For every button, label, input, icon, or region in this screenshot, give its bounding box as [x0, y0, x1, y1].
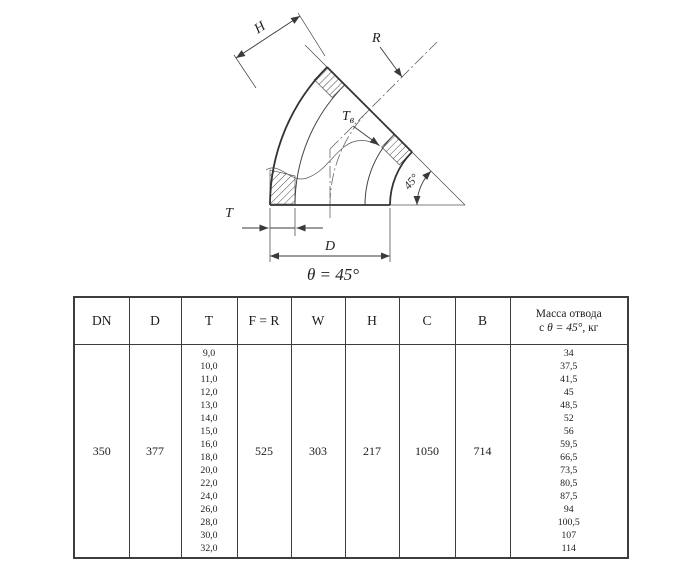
mass-value: 73,5	[560, 465, 578, 476]
mass-value: 66,5	[560, 452, 578, 463]
dimension-h-line	[235, 15, 301, 59]
radius-leader	[379, 46, 403, 78]
spec-table-wrap: DN D T F = R W H C B Масса отвода с θ = …	[73, 296, 629, 559]
inner-wall-section	[381, 133, 413, 166]
outer-arc	[269, 66, 328, 206]
bend-radius-centerline-arc	[329, 109, 370, 206]
theta-caption: θ = 45°	[307, 265, 359, 284]
dimension-d-label: D	[324, 239, 335, 254]
mass-value: 52	[563, 413, 574, 424]
cell-dn: 350	[73, 344, 130, 559]
tb-leader	[352, 125, 380, 146]
mass-value: 45	[563, 387, 574, 398]
t-value: 20,0	[200, 465, 218, 476]
cell-d: 377	[128, 344, 182, 559]
mass-header-prefix: с	[539, 322, 548, 334]
center-lines	[329, 41, 438, 218]
bore-inner-edge	[364, 133, 395, 206]
angle-45-arc	[413, 170, 432, 206]
t-value: 12,0	[200, 387, 218, 398]
dimensions	[233, 12, 432, 262]
t-value: 9,0	[202, 348, 216, 359]
col-header-b: B	[454, 296, 511, 345]
t-value: 16,0	[200, 439, 218, 450]
cell-w: 303	[290, 344, 346, 559]
angle-45-label: 45°	[402, 172, 422, 192]
col-header-h: H	[344, 296, 400, 345]
mass-value: 80,5	[560, 478, 578, 489]
bore-edges	[294, 84, 395, 206]
mass-header-line1: Масса отвода	[535, 308, 602, 320]
dimension-h-label: H	[251, 19, 269, 38]
hatched-sections	[269, 66, 413, 205]
cell-h: 217	[344, 344, 400, 559]
col-header-fr: F = R	[236, 296, 292, 345]
mass-header-suffix: , кг	[582, 322, 599, 334]
inclined-centerline	[329, 41, 438, 150]
t-value: 10,0	[200, 361, 218, 372]
mass-value: 48,5	[560, 400, 578, 411]
inclined-face	[326, 66, 413, 153]
mass-value: 56	[563, 426, 574, 437]
t-value: 24,0	[200, 491, 218, 502]
cell-mass: 34 37,5 41,5 45 48,5 52 56 59,5 66,5 73,5 80,5 87,5…	[509, 344, 629, 559]
elbow-outline	[269, 66, 413, 206]
mass-value: 41,5	[560, 374, 578, 385]
t-value: 28,0	[200, 517, 218, 528]
mass-header-theta: θ = 45°	[547, 322, 583, 334]
mass-value: 94	[563, 504, 574, 515]
inner-arc	[389, 151, 413, 206]
mass-value: 34	[563, 348, 574, 359]
mass-value: 100,5	[557, 517, 580, 528]
cell-t: 9,0 10,0 11,0 12,0 13,0 14,0 15,0 16,0 18,0 20,0 2…	[180, 344, 238, 559]
cell-c: 1050	[398, 344, 456, 559]
mass-value: 107	[561, 530, 577, 541]
t-value: 26,0	[200, 504, 218, 515]
header-row: DN D T F = R W H C B Масса отвода с θ = …	[73, 296, 629, 345]
h-extension-1	[233, 54, 257, 89]
mass-value: 59,5	[560, 439, 578, 450]
outer-wall-section	[313, 66, 346, 98]
tb-subscript: в	[350, 115, 355, 126]
tb-main: T	[342, 109, 351, 124]
t-value: 30,0	[200, 530, 218, 541]
t-value: 22,0	[200, 478, 218, 489]
mass-values-list: 34 37,5 41,5 45 48,5 52 56 59,5 66,5 73,5 80,5 87,5…	[511, 347, 628, 555]
mass-header-line2: с θ = 45°, кг	[511, 321, 628, 335]
elbow-drawing: H R Tв 45° T D θ = 45°	[225, 12, 466, 284]
col-header-w: W	[290, 296, 346, 345]
t-value: 13,0	[200, 400, 218, 411]
break-line	[265, 140, 381, 180]
t-value: 15,0	[200, 426, 218, 437]
col-header-t: T	[180, 296, 238, 345]
col-header-dn: DN	[73, 296, 130, 345]
t-value: 14,0	[200, 413, 218, 424]
mass-value: 87,5	[560, 491, 578, 502]
t-value: 18,0	[200, 452, 218, 463]
h-extension-2	[297, 12, 326, 57]
cell-fr: 525	[236, 344, 292, 559]
radius-label: R	[371, 31, 381, 46]
mass-value: 37,5	[560, 361, 578, 372]
t-value: 11,0	[200, 374, 218, 385]
t-values-list: 9,0 10,0 11,0 12,0 13,0 14,0 15,0 16,0 18,0 20,0 2…	[182, 347, 237, 555]
bore-outer-edge	[294, 84, 346, 206]
mass-value: 114	[561, 543, 576, 554]
dimension-t-label: T	[225, 206, 234, 221]
bottom-wall-section	[269, 169, 296, 205]
col-header-d: D	[128, 296, 182, 345]
col-header-mass: Масса отвода с θ = 45°, кг	[509, 296, 629, 345]
data-row: 350 377 9,0 10,0 11,0 12,0 13,0 14,0 15,0 16,0 1…	[73, 344, 629, 559]
t-value: 32,0	[200, 543, 218, 554]
wall-thickness-tb-label: Tв	[342, 109, 355, 126]
spec-table: DN D T F = R W H C B Масса отвода с θ = …	[73, 296, 629, 559]
col-header-c: C	[398, 296, 456, 345]
cell-b: 714	[454, 344, 511, 559]
